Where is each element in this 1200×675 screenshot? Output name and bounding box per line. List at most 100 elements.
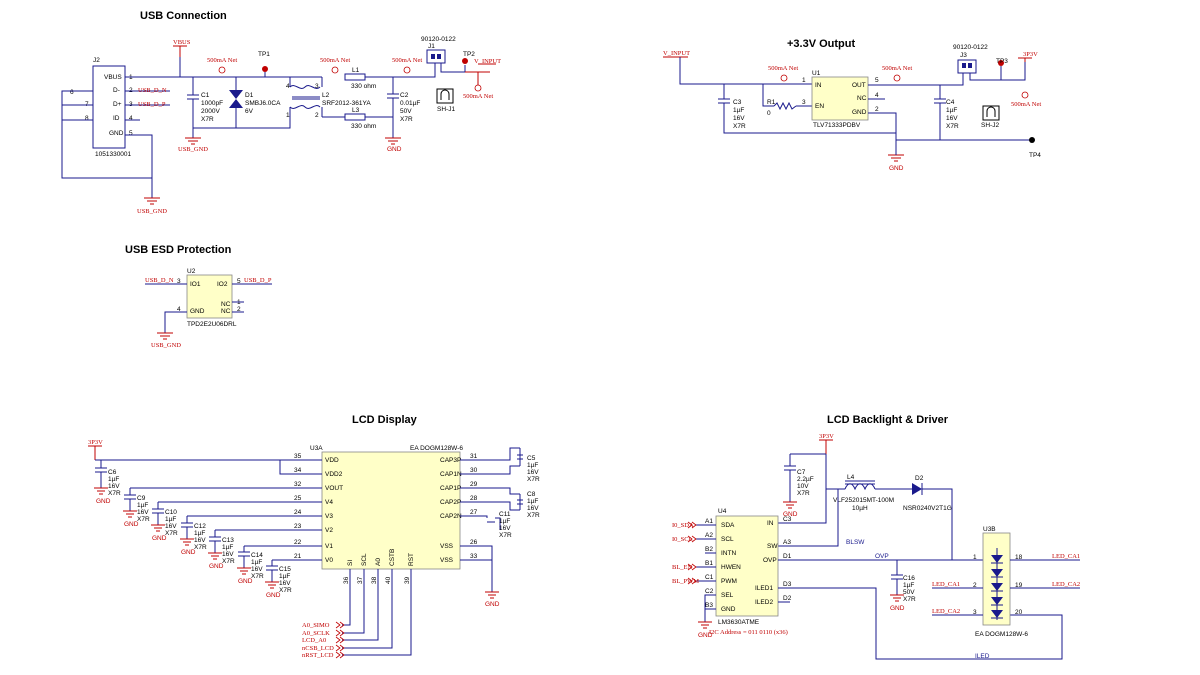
u3a-num-29: 29 bbox=[470, 481, 478, 488]
p3v-label-3: 3P3V bbox=[819, 433, 834, 440]
c14-text-1: 1µF bbox=[251, 559, 262, 566]
l2-pin1: 1 bbox=[286, 112, 290, 119]
u3a-num-25: 25 bbox=[294, 495, 302, 502]
j2-side-6: 6 bbox=[70, 89, 74, 96]
u4-num-D1: D1 bbox=[783, 553, 792, 560]
c10-text-0: C10 bbox=[165, 509, 177, 516]
c3-volt: 16V bbox=[733, 115, 745, 122]
led-pin-2: 2 bbox=[973, 582, 977, 589]
net-flag-6 bbox=[893, 74, 901, 82]
c16-val: 1µF bbox=[903, 582, 914, 589]
usb-connector-j2: J2 1051330001 VBUS D- D+ ID GND 1 2 3 4 … bbox=[70, 57, 133, 158]
c8-val: 1µF bbox=[527, 498, 538, 505]
u3a-pin-cap3p-0: CAP3P bbox=[440, 457, 461, 464]
gnd-u4: GND bbox=[698, 632, 713, 639]
u4-pin-sel: SEL bbox=[721, 592, 734, 599]
u3b-ref: U3B bbox=[983, 526, 996, 533]
u4-net-i0_scl: I0_SCL bbox=[672, 536, 693, 543]
u4-pin-sda: SDA bbox=[721, 522, 735, 529]
gnd-c15: GND bbox=[266, 592, 281, 599]
c12-text-0: C12 bbox=[194, 523, 206, 530]
u1-num-1: 1 bbox=[802, 77, 806, 84]
i2c-note: I2C Address = 011 0110 (x36) bbox=[709, 629, 788, 636]
gnd-label-c2: GND bbox=[387, 146, 402, 153]
led-pin-1: 1 bbox=[973, 554, 977, 561]
c10-text-3: X7R bbox=[165, 530, 178, 537]
u2-num-4: 4 bbox=[177, 306, 181, 313]
u3a-pin-v1: V1 bbox=[325, 543, 333, 550]
c2-volt: 50V bbox=[400, 108, 412, 115]
u4-pin-gnd: GND bbox=[721, 606, 736, 613]
c5-val: 1µF bbox=[527, 462, 538, 469]
c3-diel: X7R bbox=[733, 123, 746, 130]
j2-side-8: 8 bbox=[85, 115, 89, 122]
u1-num-4: 4 bbox=[875, 92, 879, 99]
u1-pin-in: IN bbox=[815, 82, 822, 89]
v-input-label-2: V_INPUT bbox=[663, 50, 690, 57]
c2-val: 0.01µF bbox=[400, 100, 420, 107]
c13-text-1: 1µF bbox=[222, 544, 233, 551]
l3-val: 330 ohm bbox=[351, 123, 376, 130]
net-led-ca1-l: LED_CA1 bbox=[932, 581, 960, 588]
u3a-num-32: 32 bbox=[294, 481, 302, 488]
tp1-label: TP1 bbox=[258, 51, 270, 58]
led-pin-3: 3 bbox=[973, 609, 977, 616]
l2-pin4: 4 bbox=[286, 83, 290, 90]
ferrite-l3 bbox=[344, 113, 366, 121]
c5-diel: X7R bbox=[527, 476, 540, 483]
lcd-net-a0_sclk: A0_SCLK bbox=[302, 630, 330, 637]
u3a-num-40: 40 bbox=[385, 576, 392, 584]
j1-part: 90120-0122 bbox=[421, 36, 456, 43]
u1-part: TLV71333PDBV bbox=[813, 122, 861, 129]
u3a-pin-scl: SCL bbox=[361, 553, 368, 566]
net-iled: ILED bbox=[975, 653, 990, 660]
c11-diel: X7R bbox=[499, 532, 512, 539]
u4-pin-iled2: ILED2 bbox=[755, 599, 773, 606]
u3a-num-27: 27 bbox=[470, 509, 478, 516]
header-j1 bbox=[426, 49, 446, 64]
tp2-label: TP2 bbox=[463, 51, 475, 58]
u4-num-C3: C3 bbox=[783, 516, 792, 523]
lcd-net-a0_simo: A0_SIMO bbox=[302, 622, 330, 629]
c9-text-2: 16V bbox=[137, 509, 149, 516]
c16-diel: X7R bbox=[903, 596, 916, 603]
u4-num-A2: A2 bbox=[705, 532, 713, 539]
schottky-d2 bbox=[912, 483, 922, 495]
gnd-c12: GND bbox=[181, 549, 196, 556]
u4-part: LM3630ATME bbox=[718, 619, 760, 626]
net-flag-5 bbox=[780, 74, 788, 82]
d2-part: NSR0240V2T1G bbox=[903, 505, 952, 512]
net-500ma-6: 500mA Net bbox=[882, 65, 912, 72]
j2-ref: J2 bbox=[93, 57, 100, 64]
c2-ref: C2 bbox=[400, 92, 409, 99]
u2-pin-io2: IO2 bbox=[217, 281, 228, 288]
gnd-c14: GND bbox=[238, 578, 253, 585]
u1-pin-en: EN bbox=[815, 103, 824, 110]
c13-text-2: 16V bbox=[222, 551, 234, 558]
u4-ref: U4 bbox=[718, 508, 727, 515]
j2-pin-dm: D- bbox=[113, 87, 120, 94]
u2-pin-nc1: NC bbox=[221, 301, 231, 308]
d2-ref: D2 bbox=[915, 475, 924, 482]
u3a-pin-vss-5: VSS bbox=[440, 543, 454, 550]
u3a-pin-cap1p-2: CAP1P bbox=[440, 485, 461, 492]
u3a-num-28: 28 bbox=[470, 495, 478, 502]
u3a-num-33: 33 bbox=[470, 553, 478, 560]
u2-num-3: 3 bbox=[177, 278, 181, 285]
net-flag-1 bbox=[218, 66, 226, 74]
net-flag-2 bbox=[331, 66, 339, 74]
net-usb-dn: USB_D_N bbox=[138, 87, 167, 94]
c3-ref: C3 bbox=[733, 99, 742, 106]
c11-volt: 16V bbox=[499, 525, 511, 532]
lcd-net-ncsb_lcd: nCSB_LCD bbox=[302, 645, 334, 652]
u4-net-i0_sda: I0_SDA bbox=[672, 522, 694, 529]
d1-part: SMBJ6.0CA bbox=[245, 100, 281, 107]
u4-pin-pwm: PWM bbox=[721, 578, 737, 585]
net-led-ca1-r: LED_CA1 bbox=[1052, 553, 1080, 560]
u1-pin-out: OUT bbox=[852, 82, 866, 89]
shunt-shj2 bbox=[982, 105, 1000, 121]
c3-val: 1µF bbox=[733, 107, 744, 114]
u3a-pin-vdd: VDD bbox=[325, 457, 339, 464]
u4-num-D3: D3 bbox=[783, 581, 792, 588]
l2-ref: L2 bbox=[322, 92, 330, 99]
